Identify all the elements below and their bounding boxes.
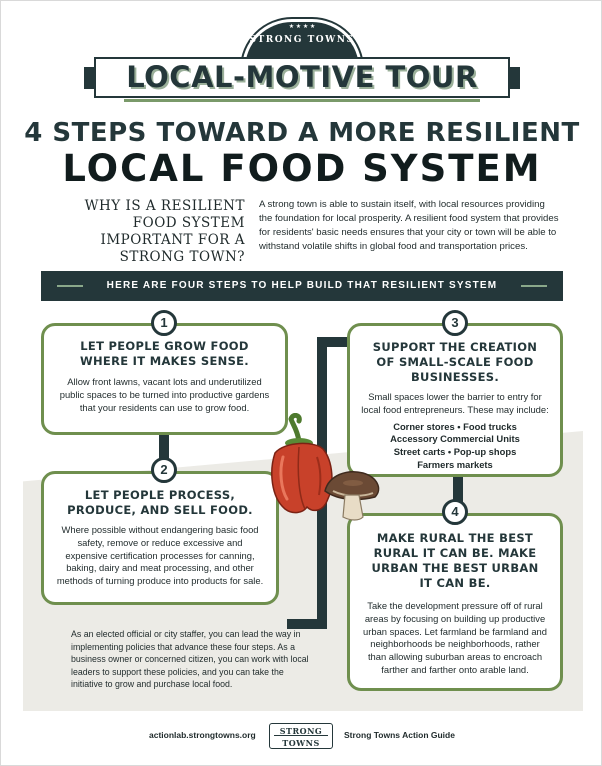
connector-3-4 bbox=[453, 477, 463, 517]
step-3-list: Corner stores • Food trucks Accessory Co… bbox=[358, 421, 552, 472]
step-4-number: 4 bbox=[442, 499, 468, 525]
step-4-body: Take the development pressure off of rur… bbox=[363, 600, 547, 675]
footer-url[interactable]: actionlab.strongtowns.org bbox=[149, 730, 256, 740]
step-card-2: LET PEOPLE PROCESS, PRODUCE, AND SELL FO… bbox=[41, 471, 279, 605]
step-2-body: Where possible without endangering basic… bbox=[56, 524, 264, 587]
step-3-list-item: Street carts • Pop-up shops bbox=[393, 446, 517, 458]
step-3-list-item: Corner stores • Food trucks bbox=[393, 420, 517, 432]
steps-banner: HERE ARE FOUR STEPS TO HELP BUILD THAT R… bbox=[41, 271, 563, 301]
step-3-list-item: Farmers markets bbox=[417, 458, 493, 470]
step-1-number: 1 bbox=[151, 310, 177, 336]
connector-center-bottom bbox=[287, 619, 327, 629]
step-2-number: 2 bbox=[151, 457, 177, 483]
mushroom-icon bbox=[324, 471, 380, 521]
bell-pepper-icon bbox=[271, 413, 333, 514]
tour-banner bbox=[84, 57, 520, 98]
badge-label: STRONG TOWNS bbox=[249, 35, 355, 45]
closing-paragraph: As an elected official or city staffer, … bbox=[71, 629, 309, 690]
footer-guide-label: Strong Towns Action Guide bbox=[344, 730, 455, 740]
strong-towns-logo: STRONG TOWNS bbox=[269, 723, 333, 749]
headline-line1: 4 STEPS TOWARD A MORE RESILIENT bbox=[24, 118, 580, 148]
step-1-title: LET PEOPLE GROW FOOD WHERE IT MAKES SENS… bbox=[80, 339, 249, 368]
headline-line2: LOCAL FOOD SYSTEM bbox=[62, 147, 542, 190]
step-3-title: SUPPORT THE CREATION OF SMALL-SCALE FOOD… bbox=[372, 340, 538, 384]
step-card-1: LET PEOPLE GROW FOOD WHERE IT MAKES SENS… bbox=[41, 323, 288, 435]
step-3-list-item: Accessory Commercial Units bbox=[390, 433, 520, 445]
connector-center-top bbox=[317, 337, 357, 347]
step-card-3: SUPPORT THE CREATION OF SMALL-SCALE FOOD… bbox=[347, 323, 563, 477]
intro-answer: A strong town is able to sustain itself,… bbox=[259, 199, 559, 252]
pepper-mushroom-illustration bbox=[271, 413, 380, 521]
intro-question: WHY IS A RESILIENT FOOD SYSTEM IMPORTANT… bbox=[84, 198, 245, 265]
logo-line2: TOWNS bbox=[282, 738, 320, 748]
tour-underline bbox=[124, 99, 480, 102]
step-3-number: 3 bbox=[442, 310, 468, 336]
step-1-body: Allow front lawns, vacant lots and under… bbox=[59, 376, 270, 413]
step-4-title: MAKE RURAL THE BEST RURAL IT CAN BE. MAK… bbox=[371, 531, 539, 590]
step-card-4: MAKE RURAL THE BEST RURAL IT CAN BE. MAK… bbox=[347, 513, 563, 691]
connector-1-2 bbox=[159, 433, 169, 473]
tour-title: LOCAL-MOTIVE TOUR bbox=[126, 60, 478, 94]
step-3-body: Small spaces lower the barrier to entry … bbox=[361, 391, 549, 415]
badge-stars: ★ ★ ★ ★ bbox=[288, 24, 316, 30]
logo-line1: STRONG bbox=[279, 726, 323, 736]
step-2-title: LET PEOPLE PROCESS, PRODUCE, AND SELL FO… bbox=[67, 488, 253, 517]
